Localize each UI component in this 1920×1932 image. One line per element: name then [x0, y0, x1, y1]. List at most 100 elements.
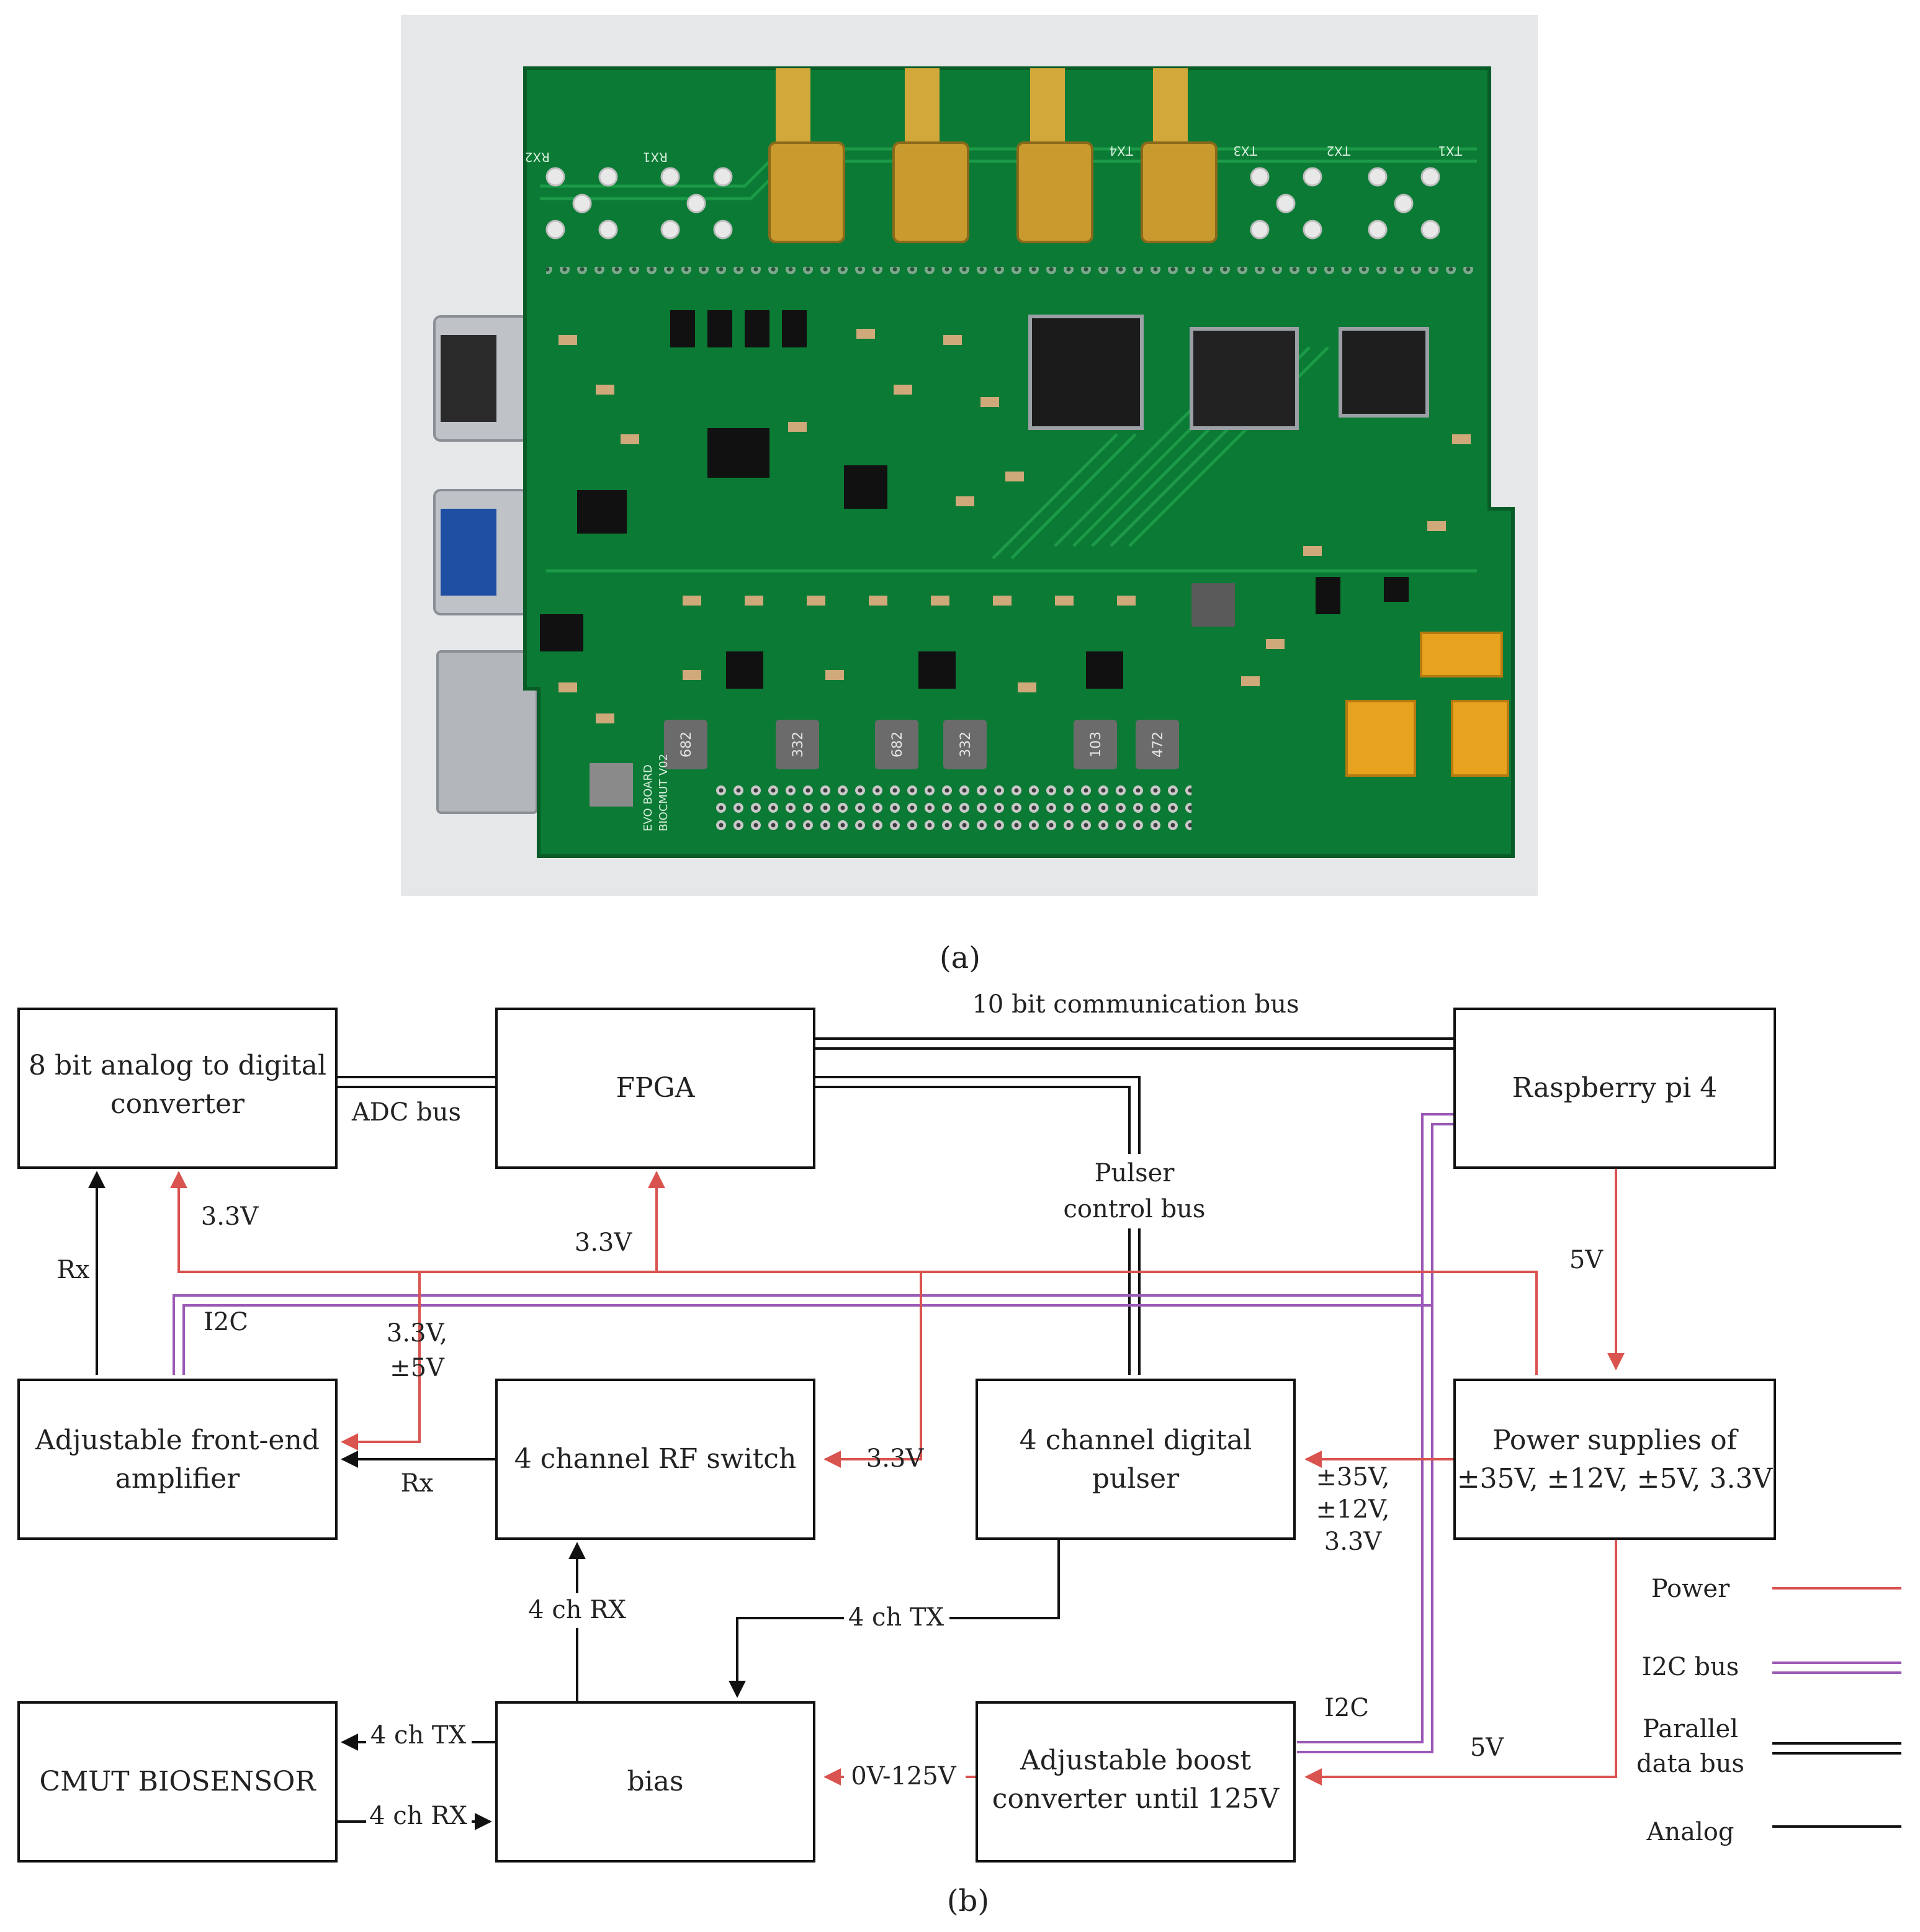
- boost-block-label-line1: Adjustable boost: [1020, 1745, 1251, 1776]
- rf-switch-block: 4 channel RF switch: [495, 1379, 815, 1540]
- cmut-block-label: CMUT BIOSENSOR: [39, 1766, 316, 1797]
- boost-output-label: 0V-125V: [851, 1762, 957, 1791]
- boost-block-label-line2: converter until 125V: [992, 1783, 1280, 1815]
- fpga-block: FPGA: [495, 1008, 815, 1169]
- i2c-boost-label: I2C: [1324, 1694, 1369, 1722]
- ch-tx-pulser-label-bg: [844, 1601, 949, 1635]
- silk-label-rx1: RX1: [643, 150, 668, 164]
- power-supplies-block: Power supplies of ±35V, ±12V, ±5V, 3.3V: [1453, 1379, 1776, 1540]
- ch-rx-up-label-bg: [515, 1593, 639, 1628]
- amplifier-block-label-line1: Adjustable front-end: [35, 1424, 320, 1456]
- cmut-rx-label-bg: [366, 1799, 472, 1834]
- pulser-bus-label-line1: Pulser: [1095, 1159, 1175, 1187]
- amp-supply-label-line2: ±5V: [390, 1354, 445, 1382]
- pulser-supply-label-line1: ±35V,: [1316, 1463, 1389, 1491]
- boost-output-label-bg: [844, 1760, 966, 1794]
- tantalum-capacitors: [1345, 632, 1509, 777]
- legend-parallel-label-line2: data bus: [1636, 1750, 1744, 1778]
- silk-label-rx2: RX2: [525, 150, 550, 164]
- gpio-header: [714, 785, 1191, 834]
- adc-block-label-line1: 8 bit analog to digital: [29, 1050, 326, 1081]
- rpi-5v-label: 5V: [1569, 1246, 1604, 1274]
- cmut-rx-label: 4 ch RX: [369, 1802, 467, 1830]
- silk-label-tx1: TX1: [1438, 143, 1463, 158]
- front-end-amplifier-block: Adjustable front-end amplifier: [17, 1379, 338, 1540]
- adc-3v3-label: 3.3V: [201, 1202, 259, 1231]
- rx-to-adc-label: Rx: [57, 1256, 90, 1284]
- sma-connectors: [768, 68, 1218, 243]
- pcb-board: [523, 66, 1515, 858]
- parallel-buses: [336, 1037, 1455, 1375]
- raspberry-pi-block-label: Raspberry pi 4: [1512, 1072, 1717, 1104]
- rx-to-amp-label: Rx: [401, 1469, 434, 1498]
- bias-block-label: bias: [627, 1766, 683, 1797]
- silk-board-version: BIOCMUT V02: [657, 754, 670, 831]
- connection-labels: 10 bit communication bus ADC bus Pulser …: [57, 990, 1604, 1834]
- controller-chip: [1339, 327, 1429, 418]
- power-supplies-block-label-line1: Power supplies of: [1492, 1424, 1739, 1456]
- inductor-marking: 332: [791, 731, 806, 758]
- usb-port-top-slot: [441, 335, 496, 422]
- inductor-marking: 472: [1151, 731, 1166, 758]
- cmut-tx-label-bg: [366, 1719, 472, 1753]
- amp-supply-label-line1: 3.3V,: [387, 1319, 447, 1348]
- legend-analog-label: Analog: [1646, 1818, 1734, 1846]
- pulser-block-label-line2: pulser: [1092, 1463, 1180, 1495]
- sma-connector: [892, 68, 969, 243]
- silk-board-name: EVO BOARD: [642, 764, 655, 831]
- inductor-marking: 332: [958, 731, 974, 758]
- pulser-supply-label-line3: 3.3V: [1324, 1527, 1383, 1556]
- fpga-block-label: FPGA: [616, 1072, 695, 1104]
- rf-switch-block-label: 4 channel RF switch: [514, 1443, 797, 1475]
- rf-switch-3v3-label: 3.3V: [866, 1444, 925, 1473]
- usb3-port-slot: [441, 509, 496, 596]
- pulser-block-label-line1: 4 channel digital: [1020, 1424, 1252, 1456]
- comm-bus-label: 10 bit communication bus: [972, 990, 1299, 1019]
- amplifier-block-label-line2: amplifier: [115, 1463, 241, 1495]
- panel-label-b: (b): [947, 1884, 989, 1918]
- boost-converter-block: Adjustable boost converter until 125V: [976, 1701, 1296, 1863]
- ch-tx-pulser-label: 4 ch TX: [848, 1603, 944, 1632]
- silk-label-tx2: TX2: [1326, 143, 1351, 158]
- smd-pad-row: [546, 267, 1477, 282]
- block-diagram: 8 bit analog to digital converter FPGA R…: [17, 990, 1901, 1863]
- adc-chip: [1190, 327, 1299, 430]
- pulser-supply-label-line2: ±12V,: [1316, 1495, 1389, 1524]
- adc-bus-label: ADC bus: [351, 1098, 461, 1127]
- adc-block: 8 bit analog to digital converter: [17, 1008, 338, 1169]
- adc-block-label-line2: converter: [110, 1088, 245, 1120]
- i2c-bus-lines: [173, 1113, 1455, 1753]
- inductor-marking: 103: [1088, 731, 1104, 758]
- ch-rx-up-label: 4 ch RX: [528, 1596, 626, 1624]
- digital-pulser-block: 4 channel digital pulser: [976, 1379, 1296, 1540]
- power-supplies-block-label-line2: ±35V, ±12V, ±5V, 3.3V: [1457, 1463, 1774, 1495]
- pcb-photo: RX2 RX1 TX4 TX3 TX2 TX1: [401, 15, 1538, 896]
- cmut-tx-label: 4 ch TX: [370, 1721, 467, 1750]
- inductor-marking: 682: [890, 731, 905, 758]
- legend-i2c-label: I2C bus: [1642, 1653, 1739, 1681]
- sma-connector: [1016, 68, 1093, 243]
- legend: Power I2C bus Parallel data bus Analog: [1636, 1575, 1901, 1846]
- inductors: [664, 720, 1179, 769]
- sma-connector: [1141, 68, 1218, 243]
- ethernet-connector: [436, 650, 538, 814]
- through-hole-pads: [545, 167, 1440, 239]
- sma-connector: [768, 68, 845, 243]
- legend-power-label: Power: [1651, 1575, 1730, 1603]
- smd-passives: [559, 329, 1471, 723]
- raspberry-pi-block: Raspberry pi 4: [1453, 1008, 1776, 1169]
- fpga-3v3-label: 3.3V: [575, 1228, 633, 1257]
- pulser-bus-label-bg: [1067, 1154, 1204, 1228]
- bias-block: bias: [495, 1701, 815, 1863]
- silk-label-tx4: TX4: [1109, 143, 1134, 158]
- boost-5v-label: 5V: [1470, 1733, 1504, 1762]
- cmut-biosensor-block: CMUT BIOSENSOR: [17, 1701, 338, 1863]
- panel-label-a: (a): [940, 941, 980, 975]
- legend-parallel-label-line1: Parallel: [1643, 1715, 1738, 1743]
- fpga-chip: [1028, 315, 1144, 430]
- inductor-marking: 682: [679, 731, 694, 758]
- i2c-amplifier-label: I2C: [204, 1308, 248, 1336]
- pulser-bus-label-line2: control bus: [1064, 1195, 1206, 1223]
- ic-chips: [540, 310, 1429, 807]
